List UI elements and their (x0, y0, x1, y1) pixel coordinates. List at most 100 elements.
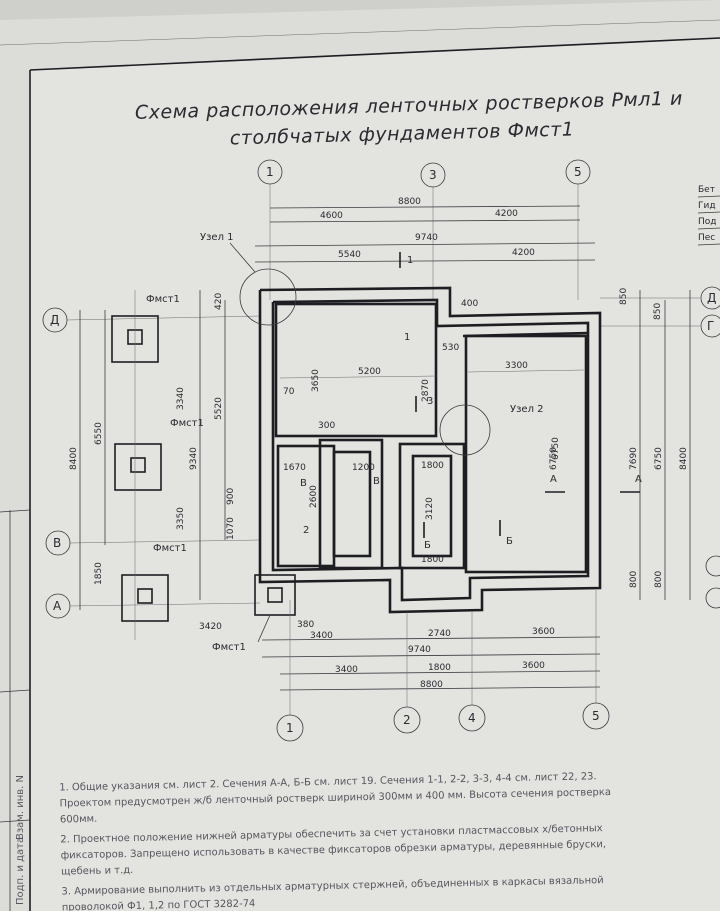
node-2-label: Узел 2 (510, 404, 544, 415)
axis-bubble-right-D (700, 286, 720, 310)
dim-bot1-a: 3400 (310, 631, 333, 641)
dim-bot-total2: 8800 (420, 680, 443, 690)
axis-label-bottom-1: 1 (286, 721, 294, 735)
dim-right-1: 850 (619, 288, 629, 305)
node-1-label: Узел 1 (200, 232, 234, 243)
axis-label-top-3: 3 (429, 168, 437, 182)
stamp-text-1: Взам. инв. N (15, 775, 26, 840)
node-1-circle (239, 268, 297, 326)
dim-top3-b: 4200 (512, 248, 535, 258)
dim-inner-3650: 3650 (311, 369, 321, 392)
axis-label-left-V: В (53, 536, 61, 550)
legend-item-3: Под (698, 217, 717, 227)
node-2-circle (439, 404, 491, 456)
axis-label-top-1: 1 (266, 165, 274, 179)
room-1-footing (274, 302, 438, 438)
fmst-footing-2 (114, 443, 162, 491)
dim-inner-380: 380 (297, 620, 314, 630)
dim-inner-300: 300 (318, 421, 335, 431)
axis-bubble-right-B (705, 555, 720, 577)
strip-footings-plan (258, 286, 602, 614)
axis-label-right-D: Д (707, 291, 716, 305)
top-dimension-chains: 8800 4600 4200 9740 5540 4200 (254, 197, 596, 263)
room-4-footing (318, 438, 384, 570)
bottom-dimension-chains: 3400 2740 3600 9740 3400 1800 3600 8800 (261, 590, 601, 715)
dim-left-10: 3340 (176, 387, 186, 410)
node-callouts: Узел 1 Узел 2 (200, 232, 544, 456)
dim-inner-5200: 5200 (358, 367, 381, 377)
right-axis-markers: Д Г 850 850 7690 6750 8400 6750 800 800 (551, 286, 720, 609)
dim-inner-2870: 2870 (421, 379, 431, 402)
dim-left-3: 1850 (94, 562, 104, 585)
dim-right-6: 6750 (551, 437, 561, 460)
dim-left-8: 900 (226, 488, 236, 505)
dim-right-4: 6750 (654, 447, 664, 470)
section-1-mark: 1 (407, 255, 413, 266)
axis-label-bottom-5: 5 (592, 709, 600, 723)
dim-inner-2600: 2600 (309, 485, 319, 508)
note-line-3: 600мм. (60, 814, 98, 826)
dim-inner-3420: 3420 (199, 622, 222, 632)
dim-bot-total1: 9740 (408, 645, 431, 655)
note-line-8: проволокой Ф1, 1,2 по ГОСТ 3282-74 (62, 898, 256, 911)
sheet-edge-line (0, 19, 720, 46)
legend-item-4: Пес (698, 233, 715, 243)
dim-left-5: 5520 (214, 397, 224, 420)
dim-bot2-c: 3600 (522, 661, 545, 671)
dim-right-7: 800 (629, 571, 639, 588)
axis-bubble-bottom-1 (276, 714, 304, 742)
axis-bubble-right-A (705, 587, 720, 609)
section-A-mark-2: А (635, 474, 642, 485)
dim-left-6: 420 (214, 293, 224, 310)
room-2-footing (464, 334, 588, 574)
dim-inner-3120: 3120 (425, 497, 435, 520)
axis-label-left-D: Д (50, 313, 59, 327)
axis-label-top-5: 5 (574, 165, 582, 179)
dim-inner-1670: 1670 (283, 463, 306, 473)
section-2-mark: 2 (303, 525, 309, 536)
fmst-label-2: Фмст1 (170, 418, 204, 429)
dim-top-total2: 9740 (415, 233, 438, 243)
section-1-mark-b: 1 (404, 332, 410, 343)
dim-left-2: 6550 (94, 422, 104, 445)
dim-inner-1800a: 1800 (421, 461, 444, 471)
interior-dimensions: 5200 3650 2870 3300 6750 1670 2600 1200 … (199, 299, 585, 632)
footing-outer-contour (258, 286, 602, 614)
dim-inner-400: 400 (461, 299, 478, 309)
dim-top-total1: 8800 (398, 197, 421, 207)
axis-label-left-A: А (53, 599, 62, 613)
column-foundations: Фмст1 Фмст1 Фмст1 Фмст1 (111, 290, 296, 653)
axis-label-bottom-2: 2 (403, 713, 411, 727)
dim-left-7: 1070 (226, 517, 236, 540)
axis-label-bottom-4: 4 (468, 711, 476, 725)
fmst-label-1: Фмст1 (146, 294, 180, 305)
right-legend: Бет Гид Под Пес (697, 185, 720, 246)
left-stamp-strip: Взам. инв. N Подп. и дата (0, 509, 31, 911)
fmst-label-4: Фмст1 (212, 642, 246, 653)
dim-left-9: 3350 (176, 507, 186, 530)
dim-inner-1800b: 1800 (421, 555, 444, 565)
drawing-frame-area (30, 38, 720, 911)
section-V-mark-1: В (300, 478, 307, 489)
section-B-mark-1: Б (424, 540, 431, 551)
section-V-mark-2: В (373, 476, 380, 487)
axis-bubble-bottom-4 (458, 704, 486, 732)
section-A-mark-1: А (550, 474, 557, 485)
dim-bot2-b: 1800 (428, 663, 451, 673)
general-notes: 1. Общие указания см. лист 2. Сечения А-… (59, 771, 611, 911)
axis-bubble-bottom-2 (393, 706, 421, 734)
stamp-text-2: Подп. и дата (15, 837, 26, 905)
dim-right-8: 800 (654, 571, 664, 588)
dim-bot1-b: 2740 (428, 629, 451, 639)
section-marks: 1 1 3 В В 2 Б Б А А (300, 252, 642, 551)
fmst-label-3: Фмст1 (153, 543, 187, 554)
dim-inner-6750: 6750 (549, 447, 559, 470)
bottom-axis-markers: 1 2 4 5 (276, 702, 610, 742)
note-line-6: щебень и т.д. (61, 865, 133, 878)
axis-bubble-right-G (700, 314, 720, 338)
legend-item-2: Гид (698, 201, 716, 211)
left-axis-markers: Д В А 8400 6550 1850 9340 5520 420 1070 … (42, 290, 261, 619)
dim-top1-b: 4200 (495, 209, 518, 219)
dim-left-1: 8400 (69, 447, 79, 470)
